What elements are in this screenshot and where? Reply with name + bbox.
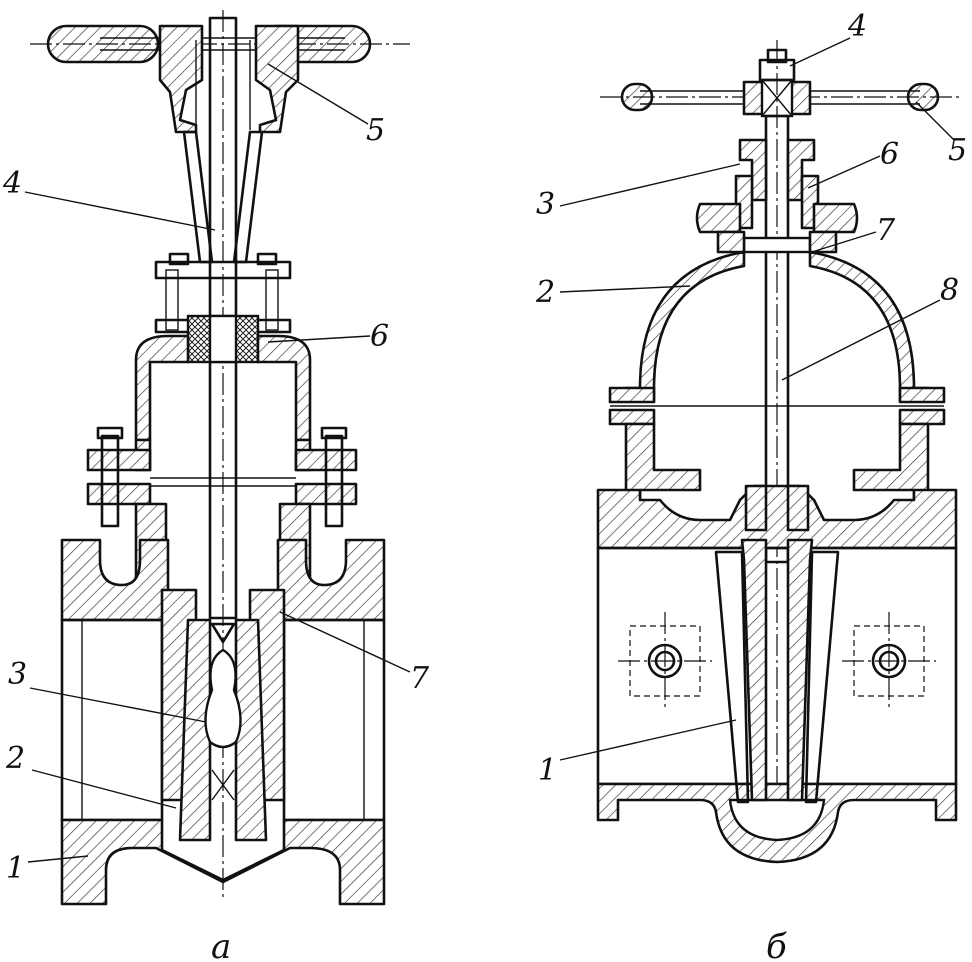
valve-b-gland	[695, 138, 859, 254]
label-b-1: 1	[538, 753, 557, 788]
valve-a-bonnet	[86, 334, 358, 592]
label-a-3: 3	[8, 657, 27, 692]
label-a-7: 7	[410, 661, 430, 696]
valve-b-wedge	[714, 484, 840, 804]
valve-b: 4 5 6 7 8 3 2 1 б	[535, 9, 967, 962]
valve-a-handwheel	[30, 24, 410, 134]
valve-b-leaders	[559, 37, 955, 761]
valve-b-spindle	[764, 40, 790, 862]
valve-b-bonnet	[608, 250, 946, 502]
label-a-5: 5	[366, 113, 385, 148]
caption-b: б	[766, 927, 787, 962]
label-b-8: 8	[940, 273, 959, 308]
valve-a-yoke	[154, 130, 292, 334]
caption-a: а	[211, 927, 231, 962]
label-a-4: 4	[2, 166, 22, 201]
valve-b-handwheel	[600, 48, 960, 118]
valve-b-body	[596, 484, 958, 864]
valve-b-bolts	[618, 612, 936, 710]
valve-a-wedge	[178, 618, 268, 842]
label-b-5: 5	[948, 133, 967, 168]
label-a-6: 6	[370, 319, 389, 354]
label-a-2: 2	[5, 741, 25, 776]
label-b-2: 2	[535, 275, 555, 310]
valve-a-leaders	[24, 63, 411, 863]
label-b-3: 3	[536, 187, 555, 222]
label-b-7: 7	[876, 213, 896, 248]
label-b-6: 6	[880, 137, 899, 172]
label-a-1: 1	[6, 851, 25, 886]
valve-a: 4 5 6 7 3 2 1 а	[2, 10, 430, 962]
label-b-4: 4	[847, 9, 867, 44]
